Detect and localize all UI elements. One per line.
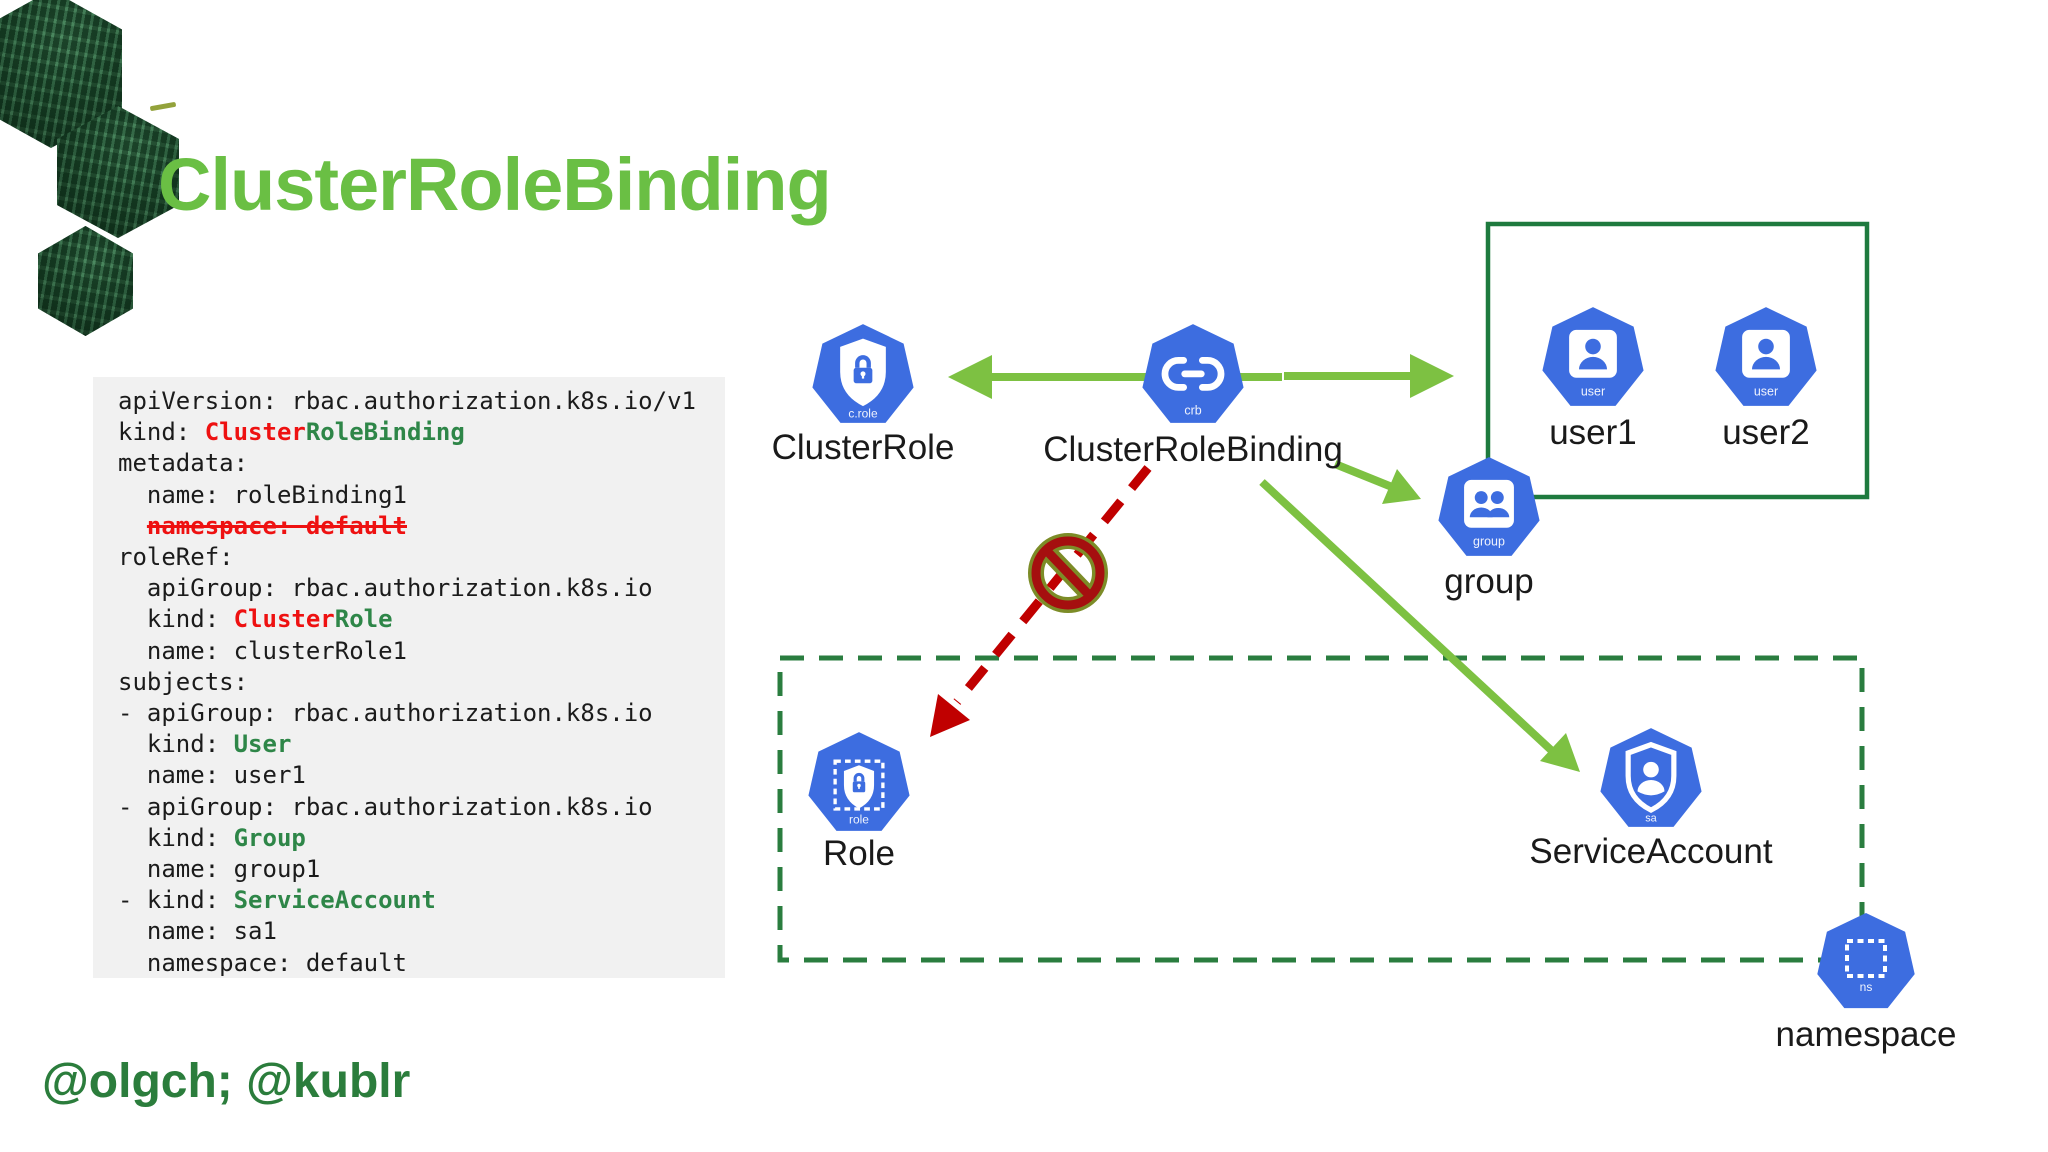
code-line: namespace: default <box>118 948 725 979</box>
arrow-crb-to-serviceaccount <box>1259 479 1580 772</box>
namespace-boundary-box <box>777 655 1865 963</box>
code-line: name: user1 <box>118 760 725 791</box>
code-line: apiVersion: rbac.authorization.k8s.io/v1 <box>118 386 725 417</box>
code-line: - apiGroup: rbac.authorization.k8s.io <box>118 698 725 729</box>
group-node: group group <box>1437 455 1541 601</box>
serviceaccount-icon: sa <box>1600 728 1702 827</box>
serviceaccount-label: ServiceAccount <box>1529 832 1773 871</box>
code-text-green: User <box>233 730 292 759</box>
code-line: kind: Group <box>118 823 725 854</box>
code-text: metadata: <box>118 449 249 478</box>
code-text: namespace: default <box>118 948 407 977</box>
code-text: kind: <box>118 605 234 634</box>
code-line: apiGroup: rbac.authorization.k8s.io <box>118 573 725 604</box>
user-icon: user <box>1542 307 1644 406</box>
code-line: - apiGroup: rbac.authorization.k8s.io <box>118 792 725 823</box>
code-text: name: roleBinding1 <box>118 480 407 509</box>
user1-node: user user1 <box>1541 305 1645 452</box>
person-glyph <box>1585 338 1601 355</box>
icon-badge: ns <box>1860 980 1873 994</box>
code-text: - kind: <box>118 886 234 915</box>
serviceaccount-node: sa ServiceAccount <box>1529 726 1773 871</box>
code-line: roleRef: <box>118 542 725 573</box>
namespace-node: ns namespace <box>1776 911 1956 1054</box>
arrow-crb-to-group <box>1333 460 1421 504</box>
code-text: name: sa1 <box>118 917 277 946</box>
users-group-box <box>1485 221 1870 500</box>
code-text-green: ServiceAccount <box>233 886 436 915</box>
person-glyph <box>1758 338 1774 355</box>
person-glyph <box>1643 761 1659 778</box>
code-line: metadata: <box>118 448 725 479</box>
code-text: - apiGroup: rbac.authorization.k8s.io <box>118 792 653 821</box>
clusterrole-node: c.role ClusterRole <box>772 322 954 467</box>
code-line: name: sa1 <box>118 916 725 947</box>
code-line: kind: ClusterRoleBinding <box>118 417 725 448</box>
icon-badge: role <box>849 812 869 826</box>
link-glyph <box>1161 357 1225 391</box>
code-line: kind: ClusterRole <box>118 604 725 635</box>
role-label: Role <box>823 834 895 873</box>
shield-glyph <box>1625 741 1677 814</box>
role-icon: role <box>808 732 910 831</box>
namespace-label: namespace <box>1775 1015 1957 1054</box>
clusterrolebinding-icon: crb <box>1142 324 1244 423</box>
arrow-crb-to-role-forbidden <box>930 465 1152 737</box>
code-text-red: Cluster <box>204 418 306 447</box>
code-text-green: RoleBinding <box>305 418 465 447</box>
code-line: subjects: <box>118 667 725 698</box>
clusterrole-icon: c.role <box>812 324 914 423</box>
group-label: group <box>1444 562 1534 601</box>
code-text-green: Group <box>233 823 306 852</box>
code-line: namespace: default <box>118 511 725 542</box>
code-text: kind: <box>118 418 205 447</box>
role-node: role Role <box>807 730 911 873</box>
code-text: kind: <box>118 823 234 852</box>
dashed-square-glyph <box>1845 939 1887 978</box>
icon-badge: user <box>1754 384 1778 398</box>
icon-badge: c.role <box>848 407 878 421</box>
code-line: kind: User <box>118 729 725 760</box>
code-line: name: group1 <box>118 854 725 885</box>
code-text: apiGroup: rbac.authorization.k8s.io <box>118 574 653 603</box>
user1-label: user1 <box>1549 413 1637 452</box>
code-text: name: group1 <box>118 855 321 884</box>
user2-label: user2 <box>1722 413 1810 452</box>
code-text: - apiGroup: rbac.authorization.k8s.io <box>118 699 653 728</box>
code-text: name: clusterRole1 <box>118 636 407 665</box>
arrow-crb-to-users <box>1284 354 1454 398</box>
code-line: - kind: ServiceAccount <box>118 885 725 916</box>
icon-badge: group <box>1473 534 1505 548</box>
code-line: name: clusterRole1 <box>118 636 725 667</box>
code-text: name: user1 <box>118 761 306 790</box>
icon-badge: sa <box>1645 813 1657 825</box>
user2-node: user user2 <box>1714 305 1818 452</box>
code-text: subjects: <box>118 667 249 696</box>
yaml-code-block: apiVersion: rbac.authorization.k8s.io/v1… <box>93 377 725 978</box>
clusterrole-label: ClusterRole <box>771 428 955 467</box>
prohibition-icon <box>1028 533 1108 613</box>
code-text-strikethrough: namespace: default <box>146 511 407 540</box>
user-icon: user <box>1715 307 1817 406</box>
icon-badge: crb <box>1184 403 1201 417</box>
dashed-frame-glyph <box>833 759 885 811</box>
clusterrolebinding-label: ClusterRoleBinding <box>1043 430 1343 469</box>
code-text: roleRef: <box>118 543 234 572</box>
group-icon: group <box>1438 457 1540 556</box>
code-line: name: roleBinding1 <box>118 480 725 511</box>
code-text: apiVersion: rbac.authorization.k8s.io/v1 <box>118 387 696 415</box>
code-text-red: Cluster <box>233 605 335 634</box>
social-handles: @olgch; @kublr <box>42 1055 411 1108</box>
people-glyph <box>1469 491 1510 518</box>
clusterrolebinding-node: crb ClusterRoleBinding <box>1043 322 1343 469</box>
namespace-icon: ns <box>1817 913 1915 1009</box>
page-title: ClusterRoleBinding <box>158 143 832 226</box>
code-text-green: Role <box>334 605 393 634</box>
code-text: kind: <box>118 730 234 759</box>
icon-badge: user <box>1581 384 1605 398</box>
